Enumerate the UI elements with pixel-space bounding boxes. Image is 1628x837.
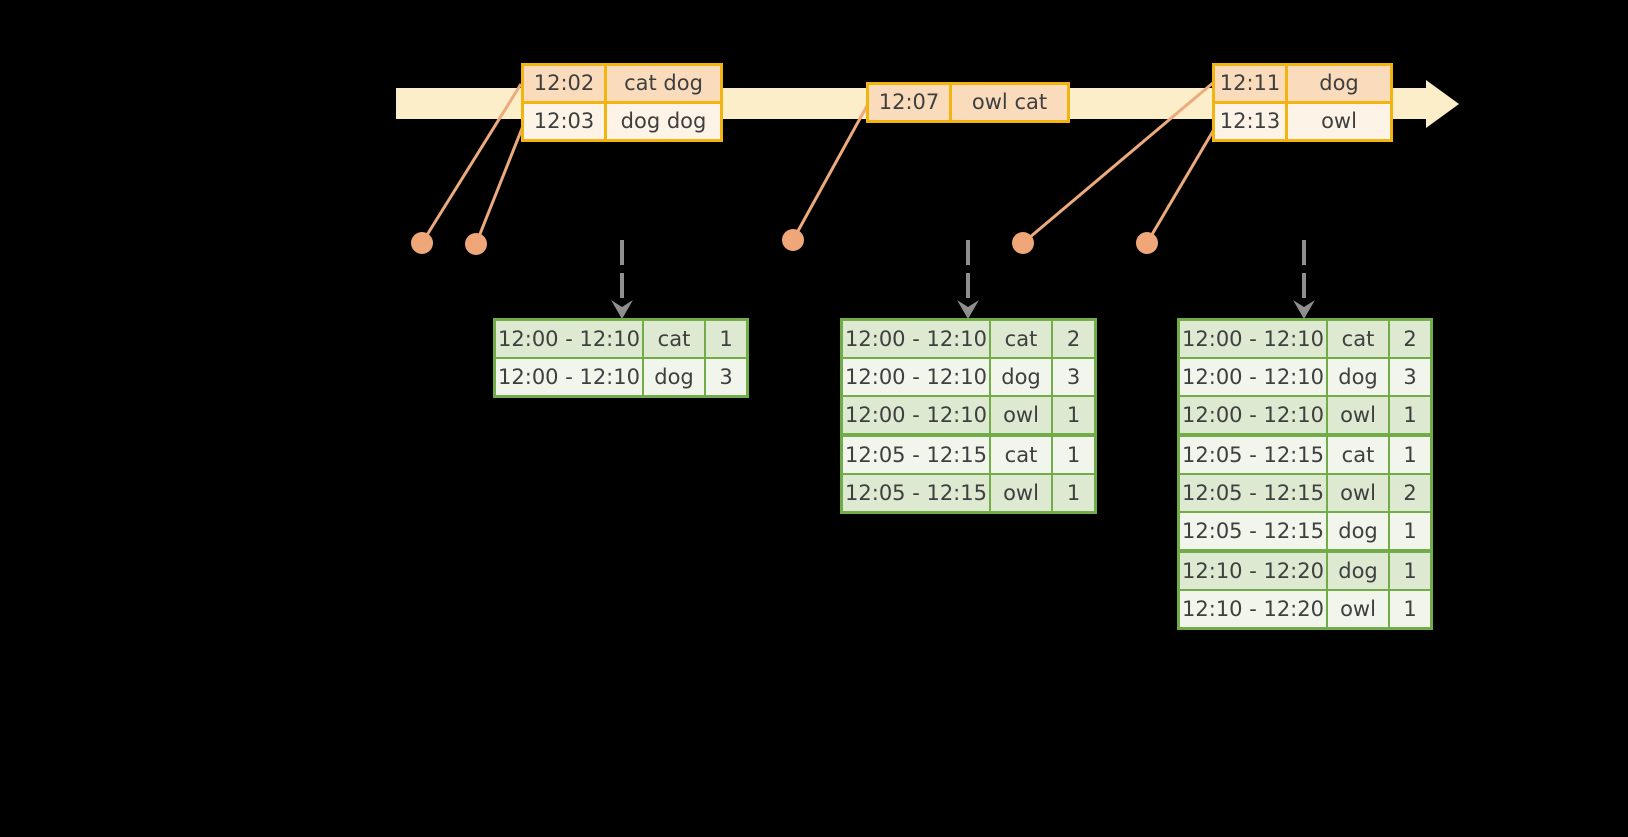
count-cell: 3 bbox=[1053, 359, 1094, 395]
event-marker-dot bbox=[1136, 232, 1158, 254]
words-cell: owl cat bbox=[952, 85, 1067, 120]
count-cell: 1 bbox=[1053, 475, 1094, 511]
word-cell: cat bbox=[1328, 321, 1388, 357]
word-cell: owl bbox=[991, 397, 1051, 433]
count-cell: 1 bbox=[1390, 591, 1430, 627]
window-cell: 12:05 - 12:15 bbox=[843, 475, 989, 511]
window-cell: 12:05 - 12:15 bbox=[1180, 475, 1326, 511]
time-cell: 12:03 bbox=[524, 104, 604, 139]
word-cell: dog bbox=[991, 359, 1051, 395]
window-cell: 12:05 - 12:15 bbox=[1180, 513, 1326, 549]
words-cell: dog bbox=[1288, 66, 1390, 101]
trigger-arrowhead-icon bbox=[1293, 300, 1315, 319]
window-cell: 12:00 - 12:10 bbox=[843, 359, 989, 395]
words-cell: cat dog bbox=[607, 66, 720, 101]
count-cell: 3 bbox=[706, 359, 746, 395]
word-cell: owl bbox=[991, 475, 1051, 511]
count-cell: 1 bbox=[706, 321, 746, 357]
count-cell: 1 bbox=[1390, 437, 1430, 473]
word-cell: dog bbox=[1328, 553, 1388, 589]
count-cell: 1 bbox=[1390, 513, 1430, 549]
word-cell: cat bbox=[1328, 437, 1388, 473]
count-cell: 3 bbox=[1390, 359, 1430, 395]
words-cell: dog dog bbox=[607, 104, 720, 139]
word-cell: owl bbox=[1328, 475, 1388, 511]
count-cell: 1 bbox=[1053, 397, 1094, 433]
window-cell: 12:05 - 12:15 bbox=[843, 437, 989, 473]
window-cell: 12:00 - 12:10 bbox=[1180, 359, 1326, 395]
window-cell: 12:00 - 12:10 bbox=[843, 397, 989, 433]
window-cell: 12:10 - 12:20 bbox=[1180, 553, 1326, 589]
words-cell: owl bbox=[1288, 104, 1390, 139]
event-marker-dot bbox=[782, 229, 804, 251]
count-cell: 2 bbox=[1390, 475, 1430, 511]
timeline-arrowhead-icon bbox=[1426, 80, 1459, 128]
count-cell: 1 bbox=[1390, 553, 1430, 589]
connector-line bbox=[791, 103, 870, 241]
connector-line bbox=[1022, 80, 1215, 245]
window-cell: 12:00 - 12:10 bbox=[1180, 321, 1326, 357]
count-cell: 1 bbox=[1390, 397, 1430, 433]
count-cell: 2 bbox=[1053, 321, 1094, 357]
word-cell: dog bbox=[644, 359, 704, 395]
window-cell: 12:00 - 12:10 bbox=[1180, 397, 1326, 433]
word-cell: cat bbox=[991, 437, 1051, 473]
time-cell: 12:02 bbox=[524, 66, 604, 101]
word-cell: cat bbox=[991, 321, 1051, 357]
word-cell: dog bbox=[1328, 513, 1388, 549]
connector-line bbox=[420, 83, 523, 244]
connector-line bbox=[474, 125, 525, 245]
count-cell: 1 bbox=[1053, 437, 1094, 473]
word-cell: owl bbox=[1328, 591, 1388, 627]
event-marker-dot bbox=[411, 232, 433, 254]
window-cell: 12:00 - 12:10 bbox=[843, 321, 989, 357]
event-marker-dot bbox=[1012, 232, 1034, 254]
trigger-arrowhead-icon bbox=[611, 300, 633, 319]
time-cell: 12:07 bbox=[869, 85, 949, 120]
window-cell: 12:00 - 12:10 bbox=[496, 321, 642, 357]
window-cell: 12:00 - 12:10 bbox=[496, 359, 642, 395]
count-cell: 2 bbox=[1390, 321, 1430, 357]
event-marker-dot bbox=[465, 233, 487, 255]
time-cell: 12:13 bbox=[1215, 104, 1285, 139]
time-cell: 12:11 bbox=[1215, 66, 1285, 101]
window-cell: 12:10 - 12:20 bbox=[1180, 591, 1326, 627]
word-cell: dog bbox=[1328, 359, 1388, 395]
trigger-arrowhead-icon bbox=[957, 300, 979, 319]
window-cell: 12:05 - 12:15 bbox=[1180, 437, 1326, 473]
word-cell: owl bbox=[1328, 397, 1388, 433]
word-cell: cat bbox=[644, 321, 704, 357]
connector-line bbox=[1145, 125, 1218, 244]
